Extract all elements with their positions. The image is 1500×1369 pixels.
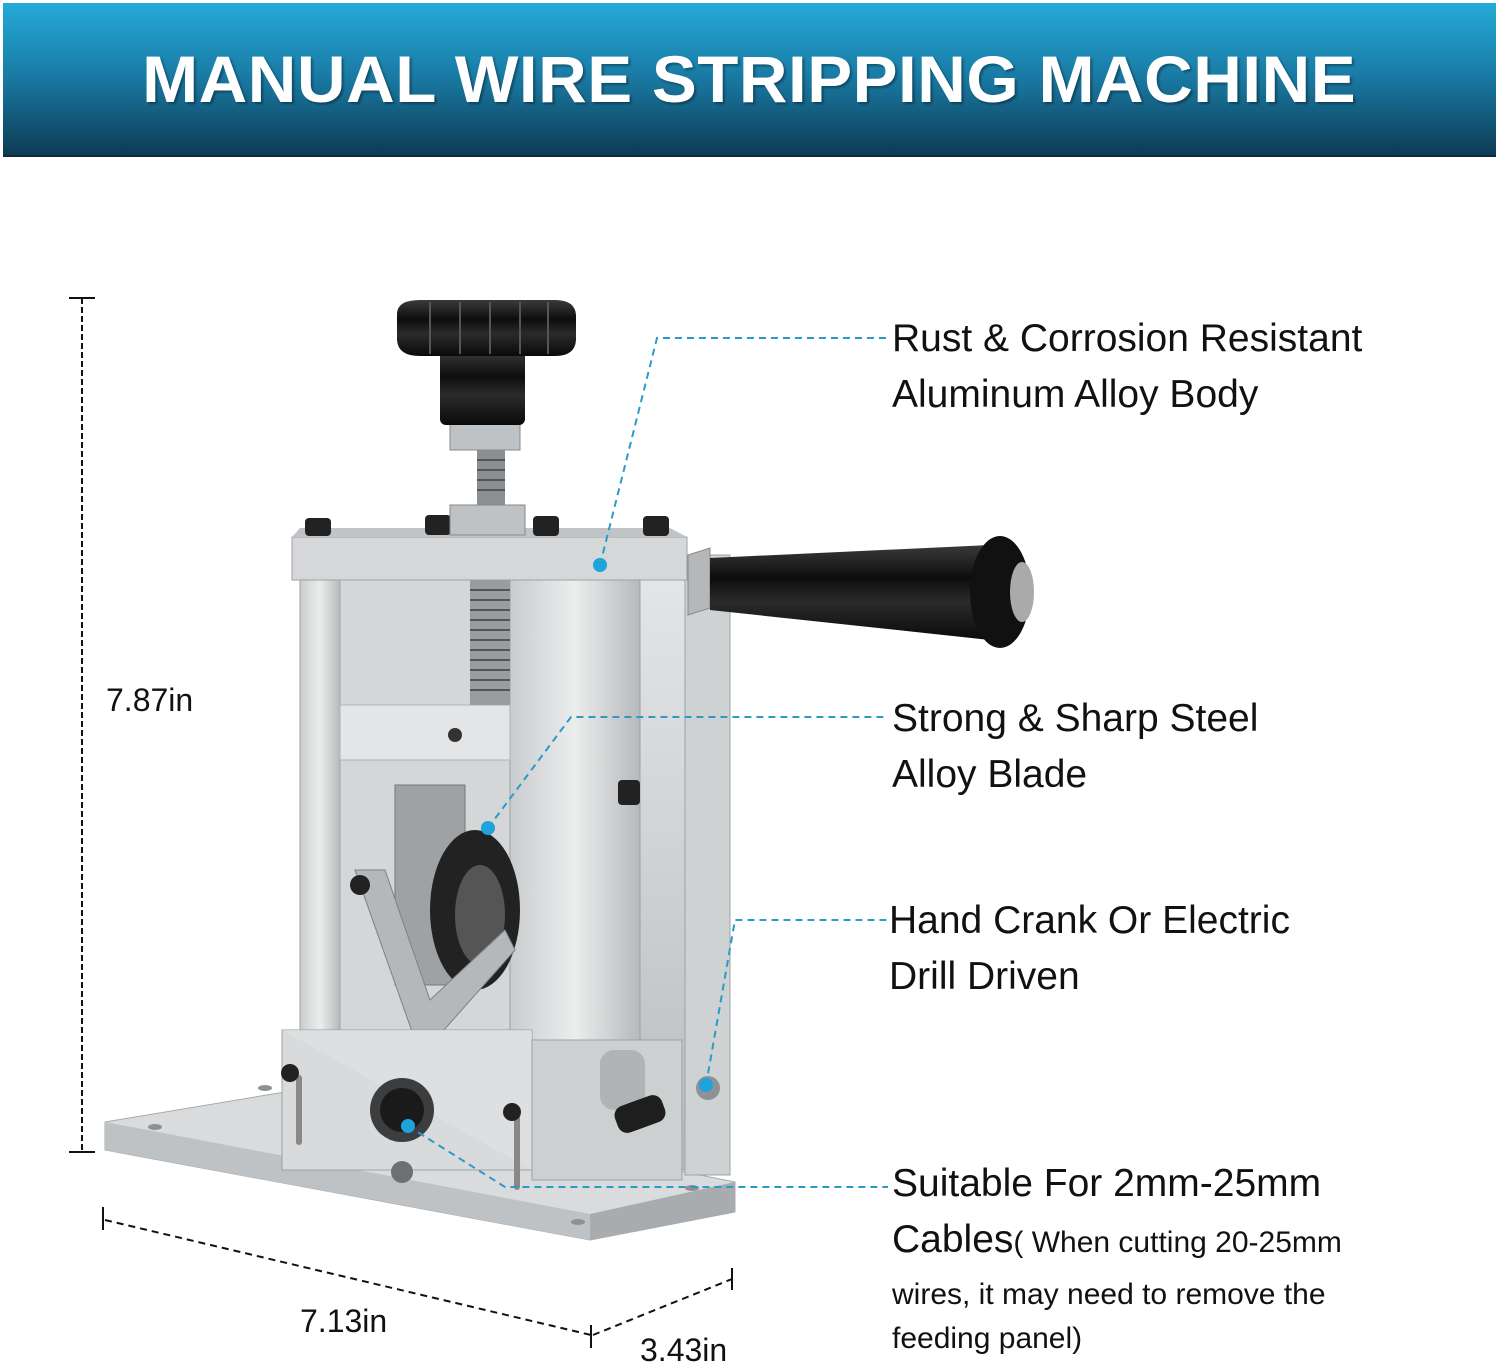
feature-line: Hand Crank Or Electric [889, 899, 1290, 942]
feature-crank-drill: Hand Crank Or Electric Drill Driven [889, 893, 1290, 1005]
title-banner: MANUAL WIRE STRIPPING MACHINE [3, 3, 1496, 157]
dimension-lines [69, 297, 733, 1348]
hand-crank-handle [687, 536, 1034, 648]
callout-dot-body [593, 558, 607, 572]
feature-note: feeding panel) [892, 1322, 1083, 1355]
feature-line: Suitable For 2mm-25mm [892, 1162, 1322, 1205]
feature-line: Rust & Corrosion Resistant [892, 317, 1363, 360]
feature-steel-blade: Strong & Sharp Steel Alloy Blade [892, 691, 1258, 803]
feature-line: Strong & Sharp Steel [892, 697, 1259, 740]
height-dimension: 7.87in [106, 682, 194, 718]
feature-note: wires, it may need to remove the [892, 1278, 1326, 1311]
feature-line: Drill Driven [889, 955, 1080, 998]
width-dimension: 3.43in [640, 1332, 728, 1368]
adjustment-knob [397, 300, 576, 536]
callout-dot-hole [401, 1119, 415, 1133]
feature-line: Cables [892, 1218, 1014, 1261]
callout-dots [401, 558, 713, 1133]
page-title: MANUAL WIRE STRIPPING MACHINE [142, 42, 1357, 116]
callout-lines [407, 337, 888, 1188]
callout-dot-blade [481, 821, 495, 835]
feature-line: Aluminum Alloy Body [892, 373, 1259, 416]
aluminum-frame [281, 515, 731, 1190]
feature-line: Alloy Blade [892, 753, 1088, 796]
callout-dot-drill [699, 1078, 713, 1092]
feature-cable-size: Suitable For 2mm-25mm Cables( When cutti… [892, 1156, 1342, 1359]
length-dimension: 7.13in [300, 1303, 388, 1339]
feature-aluminum-body: Rust & Corrosion Resistant Aluminum Allo… [892, 311, 1362, 423]
feature-note: ( When cutting 20-25mm [1013, 1226, 1342, 1259]
